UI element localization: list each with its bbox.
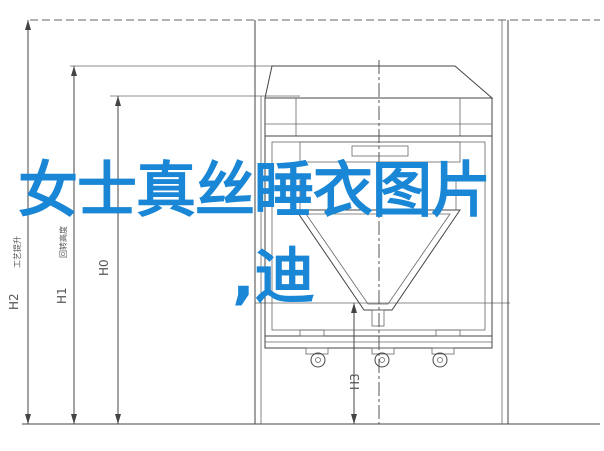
machine-outer-frame (254, 20, 509, 424)
h1-arrow-top (71, 66, 77, 76)
h0-label: H0 (97, 259, 111, 276)
h1-label: H1 (55, 287, 69, 304)
h2-arrow-top (25, 20, 31, 30)
h1-arrow-bottom (71, 414, 77, 424)
overlay-title-line1: 女士真丝睡衣图片 (18, 156, 491, 226)
overlay-title-line2: ,迪 (232, 242, 315, 312)
h3-label: H3 (348, 373, 362, 390)
h1-note: 回转高度 (58, 226, 68, 258)
hopper-cone (295, 180, 461, 327)
caster-center (371, 347, 395, 368)
h0-arrow-bottom (115, 414, 121, 424)
h2-note: 工艺提升 (12, 236, 22, 268)
caster-right (431, 347, 455, 368)
h3-arrow-top (351, 303, 357, 313)
h2-label: H2 (7, 293, 21, 310)
caster-left (305, 347, 329, 368)
h0-arrow-top (115, 96, 121, 106)
h3-arrow-bottom (351, 414, 357, 424)
h2-arrow-bottom (25, 414, 31, 424)
